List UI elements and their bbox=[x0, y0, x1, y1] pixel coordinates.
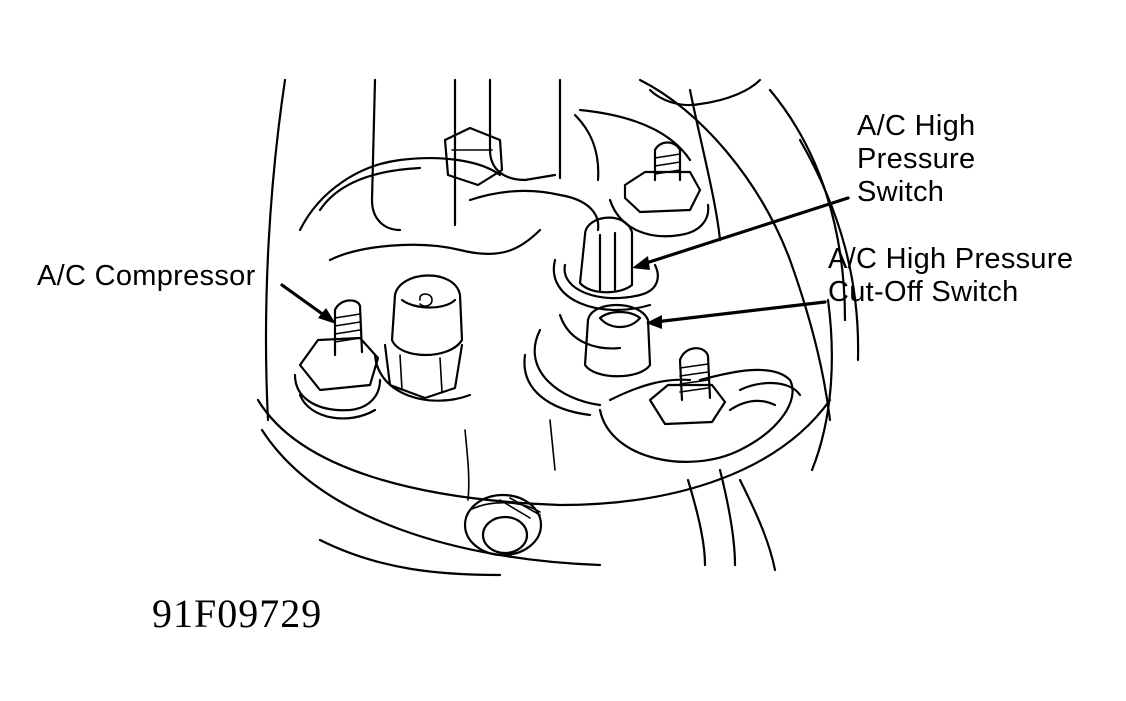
label-line: Pressure bbox=[857, 143, 976, 175]
label-cutoff-switch: A/C High Pressure Cut-Off Switch bbox=[828, 243, 1073, 309]
label-high-pressure-switch: A/C High Pressure Switch bbox=[857, 110, 975, 209]
leader-high-pressure-switch bbox=[632, 196, 850, 270]
compressor-stud bbox=[293, 299, 382, 420]
label-line: Switch bbox=[857, 176, 945, 208]
leader-cutoff-switch bbox=[646, 300, 827, 329]
fitting-cap bbox=[373, 274, 472, 402]
label-line: A/C High Pressure bbox=[828, 243, 1074, 275]
drain-plug bbox=[463, 493, 543, 557]
cutoff-switch-body bbox=[523, 303, 652, 417]
leader-compressor bbox=[280, 283, 336, 324]
upper-stud bbox=[608, 141, 710, 238]
label-line: Cut-Off Switch bbox=[828, 276, 1019, 308]
label-compressor: A/C Compressor bbox=[37, 260, 256, 292]
manifold-tube bbox=[298, 78, 692, 262]
label-line: A/C High bbox=[857, 110, 976, 142]
figure-id: 91F09729 bbox=[152, 591, 323, 636]
high-pressure-switch-body bbox=[552, 216, 659, 312]
lower-stud bbox=[598, 347, 802, 463]
housing-outline bbox=[256, 78, 860, 577]
